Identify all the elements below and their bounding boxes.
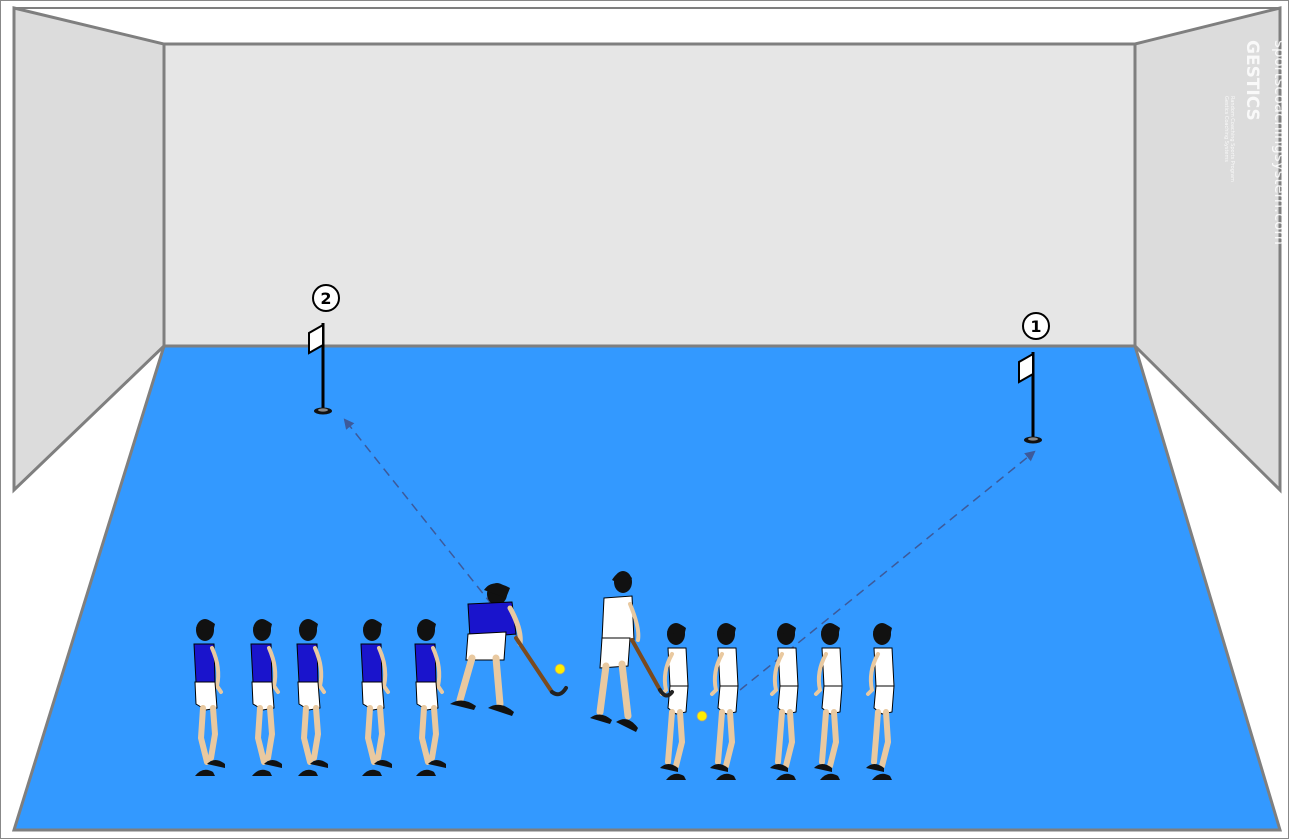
marker-label-2: 2 [320, 289, 331, 308]
watermark-tagline-1: Random Coaching Sports Program [1229, 96, 1235, 182]
watermark-site: sportscoachingsystem.com [1271, 40, 1289, 245]
active-blue-player [450, 583, 568, 716]
active-white-player [590, 571, 674, 732]
marker-badge-1: 1 [1022, 312, 1050, 340]
ball [554, 663, 566, 675]
watermark: sportscoachingsystem.com GESTICS Random … [1223, 40, 1289, 245]
marker-badge-2: 2 [312, 284, 340, 312]
watermark-brand: GESTICS [1242, 40, 1262, 121]
marker-label-1: 1 [1030, 317, 1041, 336]
watermark-tagline-2: Gestics Coaching Systems [1223, 96, 1229, 162]
court-floor [11, 344, 1283, 832]
back-wall [162, 42, 1137, 348]
ball [696, 710, 708, 722]
